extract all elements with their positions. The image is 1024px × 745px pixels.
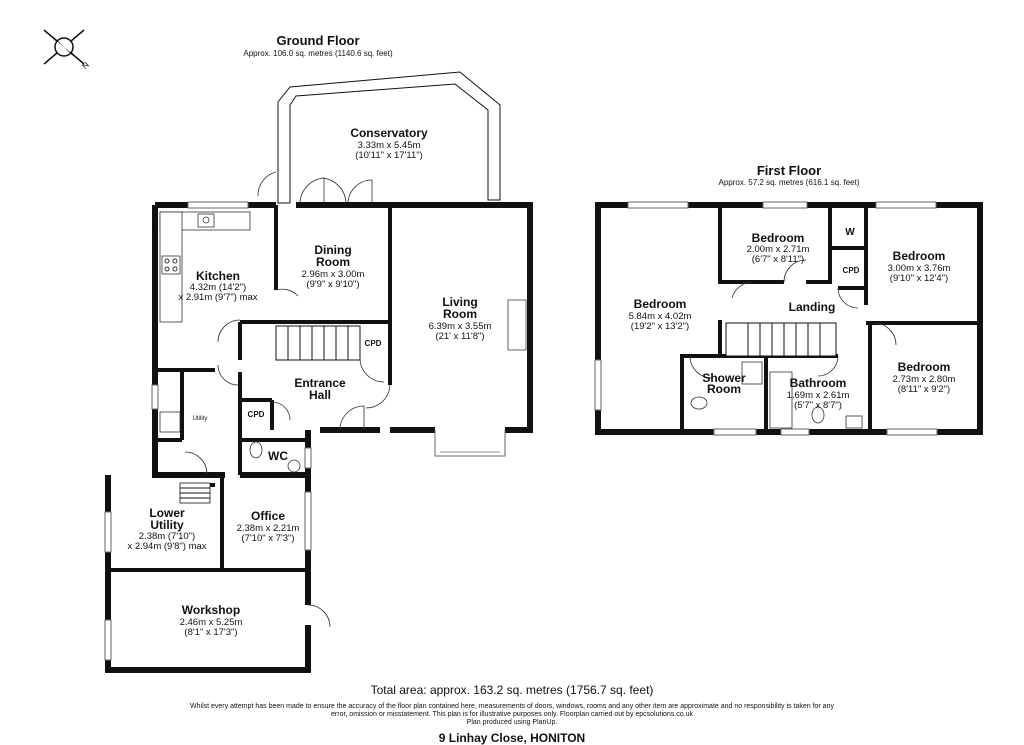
disclaimer-line-2: error, omission or misstatement. This pl… bbox=[331, 711, 693, 718]
lower-utility-name-2: Utility bbox=[150, 518, 184, 532]
office-name: Office bbox=[251, 509, 285, 523]
office-dim-ft: (7'10" x 7'3") bbox=[241, 533, 294, 544]
ground-floor-title: Ground Floor bbox=[276, 33, 359, 48]
conservatory-dim-m: 3.33m x 5.45m bbox=[358, 140, 421, 151]
living-dim-m: 6.39m x 3.55m bbox=[429, 321, 492, 332]
conservatory-outline bbox=[257, 71, 501, 204]
disclaimer-line-1: Whilst every attempt has been made to en… bbox=[190, 703, 834, 710]
ground-floor-plan bbox=[104, 71, 533, 673]
bedroom-lower-right-name: Bedroom bbox=[898, 360, 951, 374]
bathroom-dim-m: 1.69m x 2.61m bbox=[787, 390, 850, 401]
dining-dim-m: 2.96m x 3.00m bbox=[302, 269, 365, 280]
ground-floor-area: Approx. 106.0 sq. metres (1140.6 sq. fee… bbox=[243, 49, 393, 58]
bedroom-main-dim-m: 5.84m x 4.02m bbox=[629, 311, 692, 322]
cpd-first-label: CPD bbox=[843, 266, 860, 275]
compass-north-label: N bbox=[80, 60, 91, 71]
first-floor-plan bbox=[594, 201, 983, 436]
dining-name-2: Room bbox=[316, 255, 350, 269]
entrance-name-2: Hall bbox=[309, 388, 331, 402]
office-dim-m: 2.38m x 2.21m bbox=[237, 523, 300, 534]
entrance-name-1: Entrance bbox=[294, 376, 346, 390]
dining-name-1: Dining bbox=[314, 243, 351, 257]
bedroom-small-dim-ft: (6'7" x 8'11") bbox=[752, 254, 804, 265]
kitchen-name: Kitchen bbox=[196, 269, 240, 283]
bedroom-main-name: Bedroom bbox=[634, 297, 687, 311]
bedroom-small-dim-m: 2.00m x 2.71m bbox=[747, 244, 810, 255]
workshop-dim-ft: (8'1" x 17'3") bbox=[184, 627, 237, 638]
dining-dim-ft: (9'9" x 9'10") bbox=[306, 279, 359, 290]
bedroom-right-dim-m: 3.00m x 3.76m bbox=[888, 263, 951, 274]
compass-icon: N bbox=[43, 29, 91, 71]
bedroom-main-dim-ft: (19'2" x 13'2") bbox=[631, 321, 689, 332]
first-floor-area: Approx. 57.2 sq. metres (616.1 sq. feet) bbox=[719, 178, 860, 187]
cpd-hall-label: CPD bbox=[365, 339, 382, 348]
workshop-name: Workshop bbox=[182, 603, 240, 617]
bedroom-right-dim-ft: (9'10" x 12'4") bbox=[890, 273, 948, 284]
bedroom-right-name: Bedroom bbox=[893, 249, 946, 263]
landing-name: Landing bbox=[789, 300, 836, 314]
steps bbox=[179, 482, 211, 504]
shower-name-1: Shower bbox=[702, 371, 746, 385]
kitchen-dim-m: 4.32m (14'2") bbox=[190, 282, 246, 293]
utility-name: Utility bbox=[193, 416, 208, 422]
stairs bbox=[275, 325, 361, 361]
living-name-2: Room bbox=[443, 307, 477, 321]
wardrobe-label: W bbox=[845, 227, 855, 238]
conservatory-dim-ft: (10'11" x 17'11") bbox=[355, 150, 423, 161]
lower-utility-name-1: Lower bbox=[149, 506, 185, 520]
kitchen-dim-ft: x 2.91m (9'7") max bbox=[178, 292, 257, 303]
cpd-wc-label: CPD bbox=[248, 410, 265, 419]
lower-utility-dim-ft: x 2.94m (9'8") max bbox=[127, 541, 206, 552]
bedroom-small-name: Bedroom bbox=[752, 231, 805, 245]
total-area: Total area: approx. 163.2 sq. metres (17… bbox=[371, 683, 654, 697]
bedroom-lower-right-dim-ft: (8'11" x 9'2") bbox=[898, 384, 950, 395]
bedroom-lower-right-dim-m: 2.73m x 2.80m bbox=[893, 374, 956, 385]
lower-utility-dim-m: 2.38m (7'10") bbox=[139, 531, 195, 542]
living-name-1: Living bbox=[442, 295, 477, 309]
shower-name-2: Room bbox=[707, 382, 741, 396]
bathroom-name: Bathroom bbox=[790, 376, 847, 390]
first-floor-stairs bbox=[725, 322, 837, 357]
bathroom-dim-ft: (5'7" x 8'7") bbox=[794, 400, 842, 411]
disclaimer-line-3: Plan produced using PlanUp. bbox=[467, 719, 558, 726]
wc-label: WC bbox=[268, 449, 288, 463]
address: 9 Linhay Close, HONITON bbox=[439, 731, 585, 745]
kitchen-fittings bbox=[159, 211, 251, 323]
workshop-dim-m: 2.46m x 5.25m bbox=[180, 617, 243, 628]
living-dim-ft: (21' x 11'8") bbox=[435, 331, 484, 342]
conservatory-name: Conservatory bbox=[350, 126, 428, 140]
first-floor-title: First Floor bbox=[757, 163, 821, 178]
